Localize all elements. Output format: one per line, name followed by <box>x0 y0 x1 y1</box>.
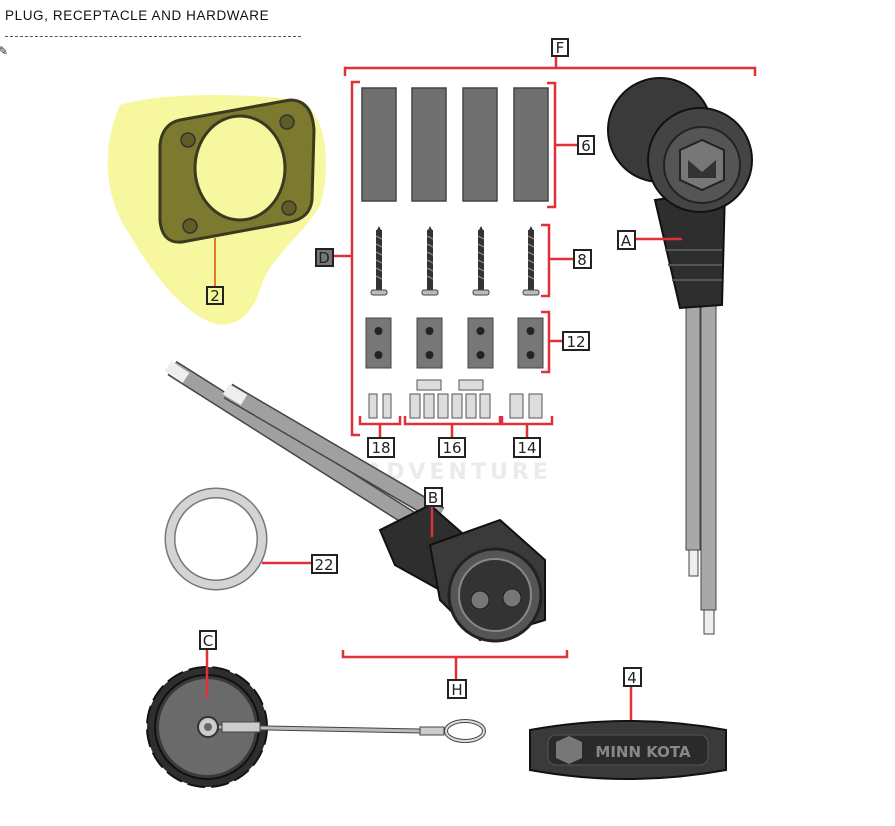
svg-text:F: F <box>556 39 565 57</box>
callout-6[interactable]: 6 <box>577 135 595 155</box>
callout-H[interactable]: H <box>447 679 467 699</box>
part-B-receptacle[interactable] <box>164 360 546 643</box>
callout-A[interactable]: A <box>617 230 636 250</box>
title-divider <box>5 36 301 37</box>
svg-text:4: 4 <box>627 669 637 687</box>
svg-text:D: D <box>318 249 330 267</box>
edit-icon[interactable]: ✎ <box>0 44 9 58</box>
part-A-plug[interactable] <box>607 77 753 635</box>
callout-16[interactable]: 16 <box>438 437 466 458</box>
svg-text:6: 6 <box>581 137 591 155</box>
callout-4[interactable]: 4 <box>623 667 642 687</box>
callout-2[interactable]: 2 <box>206 286 224 305</box>
svg-text:C: C <box>203 632 213 650</box>
callout-B[interactable]: B <box>424 487 443 507</box>
svg-text:8: 8 <box>577 251 587 269</box>
svg-text:14: 14 <box>517 439 536 457</box>
callout-D[interactable]: D <box>315 248 334 267</box>
part-2-gasket-plate[interactable] <box>107 95 326 325</box>
callout-C[interactable]: C <box>199 630 217 650</box>
page-title: PLUG, RECEPTACLE AND HARDWARE <box>5 8 270 23</box>
part-8-screws[interactable] <box>370 225 540 296</box>
svg-text:A: A <box>621 232 632 250</box>
callout-22[interactable]: 22 <box>311 554 338 574</box>
part-6-pads[interactable] <box>361 87 549 202</box>
callout-8[interactable]: 8 <box>573 249 592 269</box>
svg-text:H: H <box>451 681 462 699</box>
svg-text:B: B <box>428 489 438 507</box>
part-18-pins[interactable] <box>368 393 392 419</box>
part-16-clips[interactable] <box>409 379 491 419</box>
callout-12[interactable]: 12 <box>562 331 590 351</box>
part-C-cap[interactable] <box>146 666 486 788</box>
svg-text:18: 18 <box>371 439 390 457</box>
part-14-sleeves[interactable] <box>509 393 543 419</box>
callout-18[interactable]: 18 <box>367 437 395 458</box>
part-12-plates[interactable] <box>365 317 544 369</box>
part-4-handle[interactable]: MINN KOTA <box>529 720 727 780</box>
svg-text:22: 22 <box>314 556 333 574</box>
svg-text:16: 16 <box>442 439 461 457</box>
svg-text:12: 12 <box>566 333 585 351</box>
callout-F[interactable]: F <box>551 38 569 57</box>
svg-text:2: 2 <box>210 287 220 305</box>
minn-kota-logo: MINN KOTA <box>595 743 691 761</box>
callout-14[interactable]: 14 <box>513 437 541 458</box>
